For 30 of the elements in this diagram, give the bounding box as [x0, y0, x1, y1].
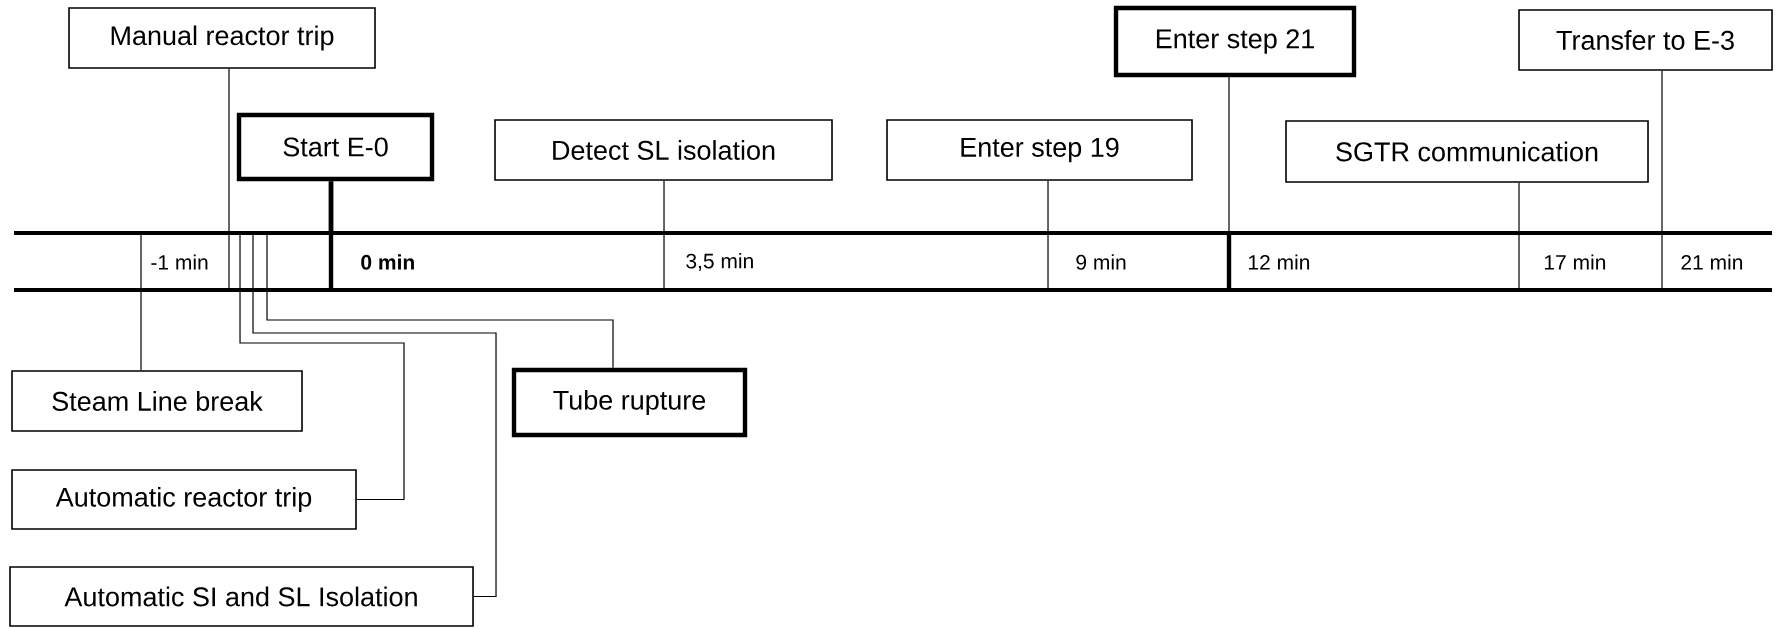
connector-line — [328, 181, 334, 233]
event-box: SGTR communication — [1285, 120, 1649, 183]
connector-line — [1518, 182, 1520, 234]
event-box: Steam Line break — [11, 370, 303, 432]
event-box: Enter step 19 — [886, 119, 1193, 181]
connector-line — [252, 289, 497, 598]
time-label: 21 min — [1681, 254, 1743, 270]
connector-line — [228, 68, 230, 234]
time-label: 0 min — [361, 254, 414, 270]
time-label: -1 min — [151, 254, 208, 270]
time-label: 12 min — [1249, 254, 1310, 270]
event-box: Transfer to E-3 — [1518, 9, 1773, 71]
connector-line — [663, 180, 665, 234]
connector-line — [1661, 70, 1663, 234]
time-label: 17 min — [1545, 254, 1606, 270]
connector-line — [140, 289, 142, 371]
event-box: Automatic SI and SL Isolation — [9, 566, 474, 627]
event-box: Manual reactor trip — [68, 7, 376, 69]
event-box: Tube rupture — [511, 367, 748, 438]
connector-line — [266, 289, 614, 369]
event-box: Enter step 21 — [1113, 5, 1357, 78]
connector-line — [1047, 180, 1049, 234]
event-box: Start E-0 — [236, 112, 435, 182]
connector-line — [1228, 76, 1230, 234]
time-label: 3,5 min — [686, 253, 753, 271]
connector-line — [239, 289, 405, 501]
event-box: Detect SL isolation — [494, 119, 833, 181]
timeline-bar — [14, 231, 1772, 292]
time-label: 9 min — [1076, 254, 1126, 270]
event-box: Automatic reactor trip — [11, 469, 357, 530]
